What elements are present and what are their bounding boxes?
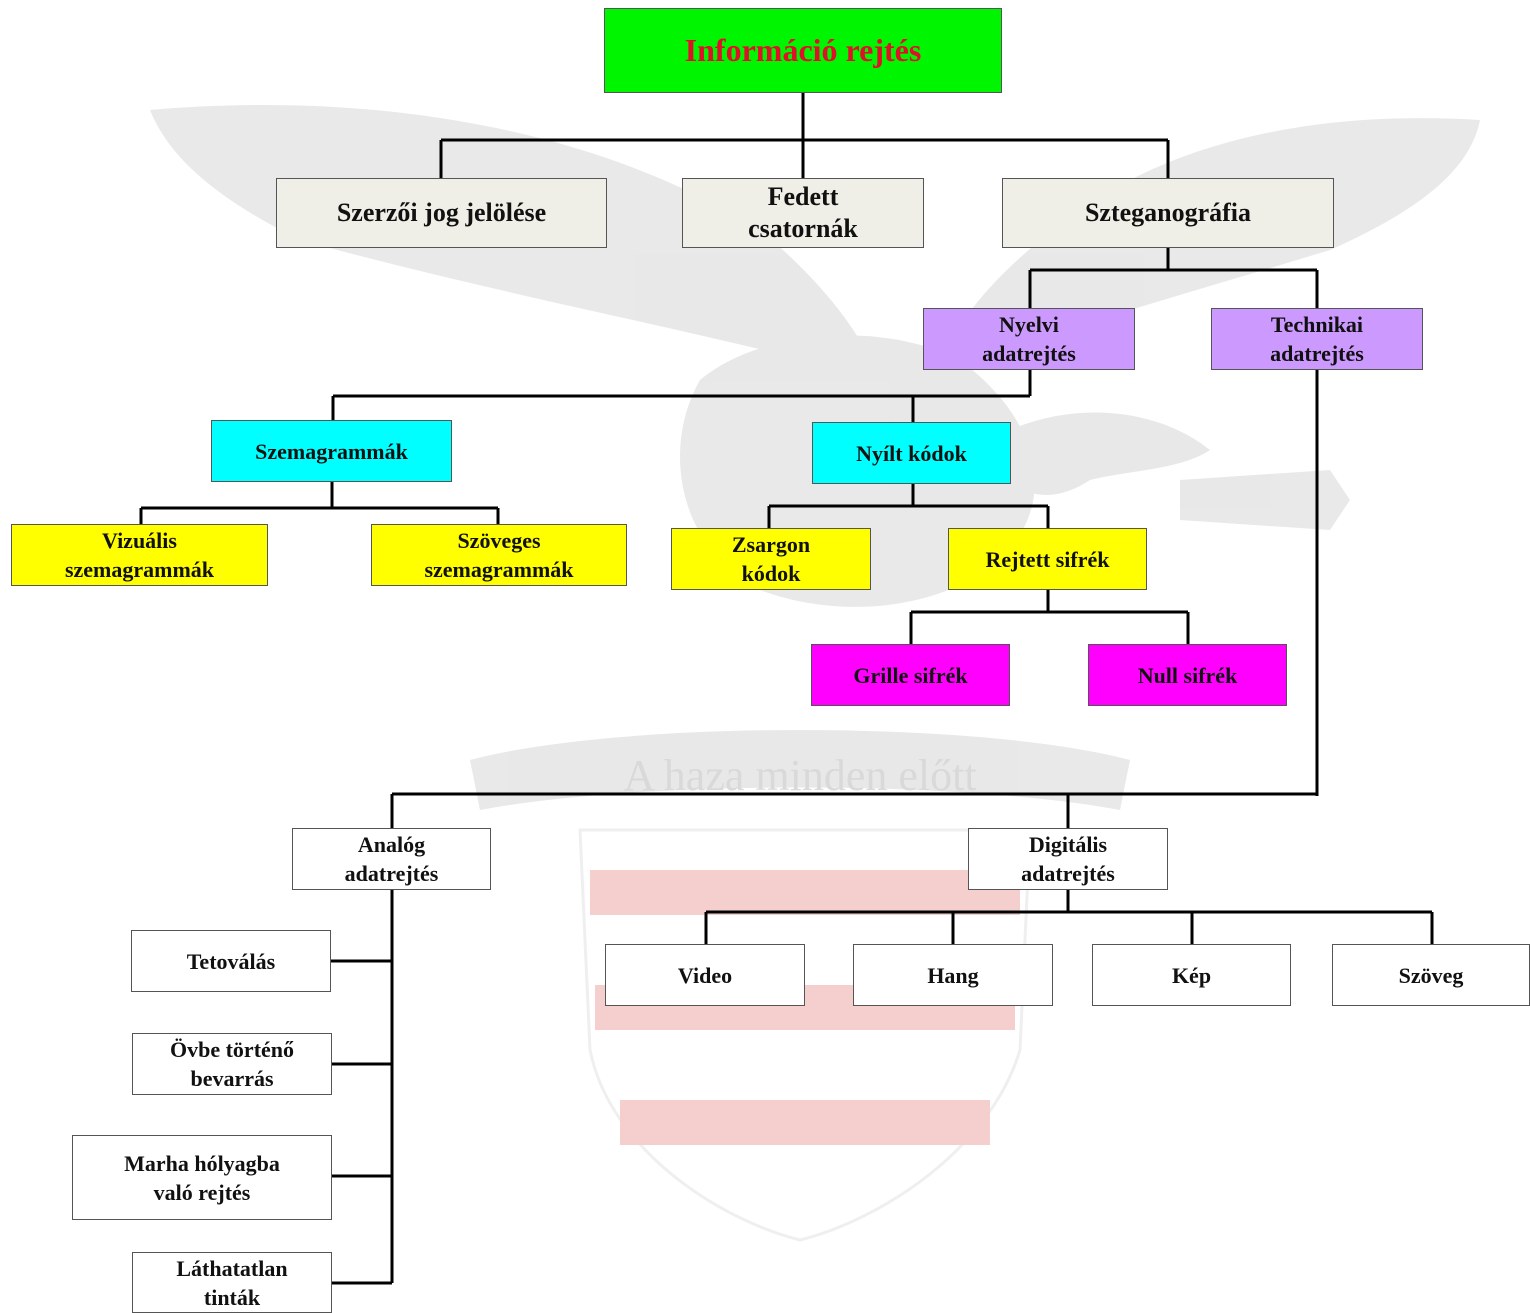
node-kep: Kép <box>1092 944 1291 1006</box>
node-marha-holyagba: Marha hólyagba való rejtés <box>72 1135 332 1220</box>
node-tetovalas: Tetoválás <box>131 930 331 992</box>
node-nyilt-kodok: Nyílt kódok <box>812 422 1011 484</box>
node-szemagrammak: Szemagrammák <box>211 420 452 482</box>
node-digitalis-adatrejtes: Digitális adatrejtés <box>968 828 1168 890</box>
node-fedett-csatornak: Fedett csatornák <box>682 178 924 248</box>
eagle-head <box>1010 412 1210 495</box>
ribbon-banner <box>470 730 1130 810</box>
ribbon-motto: A haza minden előtt <box>623 751 976 800</box>
node-technikai-adatrejtes: Technikai adatrejtés <box>1211 308 1423 370</box>
node-szoveg: Szöveg <box>1332 944 1530 1006</box>
node-nyelvi-adatrejtes: Nyelvi adatrejtés <box>923 308 1135 370</box>
node-lathatatlan-tintak: Láthatatlan tinták <box>132 1252 332 1313</box>
node-grille-sifrek: Grille sifrék <box>811 644 1010 706</box>
node-zsargon-kodok: Zsargon kódok <box>671 528 871 590</box>
node-video: Video <box>605 944 805 1006</box>
node-analog-adatrejtes: Analóg adatrejtés <box>292 828 491 890</box>
node-szoveges-szemagrammak: Szöveges szemagrammák <box>371 524 627 586</box>
node-szteganografia: Szteganográfia <box>1002 178 1334 248</box>
node-szerzoi-jog: Szerzői jog jelölése <box>276 178 607 248</box>
node-null-sifrek: Null sifrék <box>1088 644 1287 706</box>
node-informacio-rejtes: Információ rejtés <box>604 8 1002 93</box>
node-ovbe-torteno-bevarras: Övbe történő bevarrás <box>132 1033 332 1095</box>
shield-emblem <box>578 828 1032 1242</box>
node-hang: Hang <box>853 944 1053 1006</box>
node-vizualis-szemagrammak: Vizuális szemagrammák <box>11 524 268 586</box>
sword <box>1180 470 1350 530</box>
node-rejtett-sifrek: Rejtett sifrék <box>948 528 1147 590</box>
